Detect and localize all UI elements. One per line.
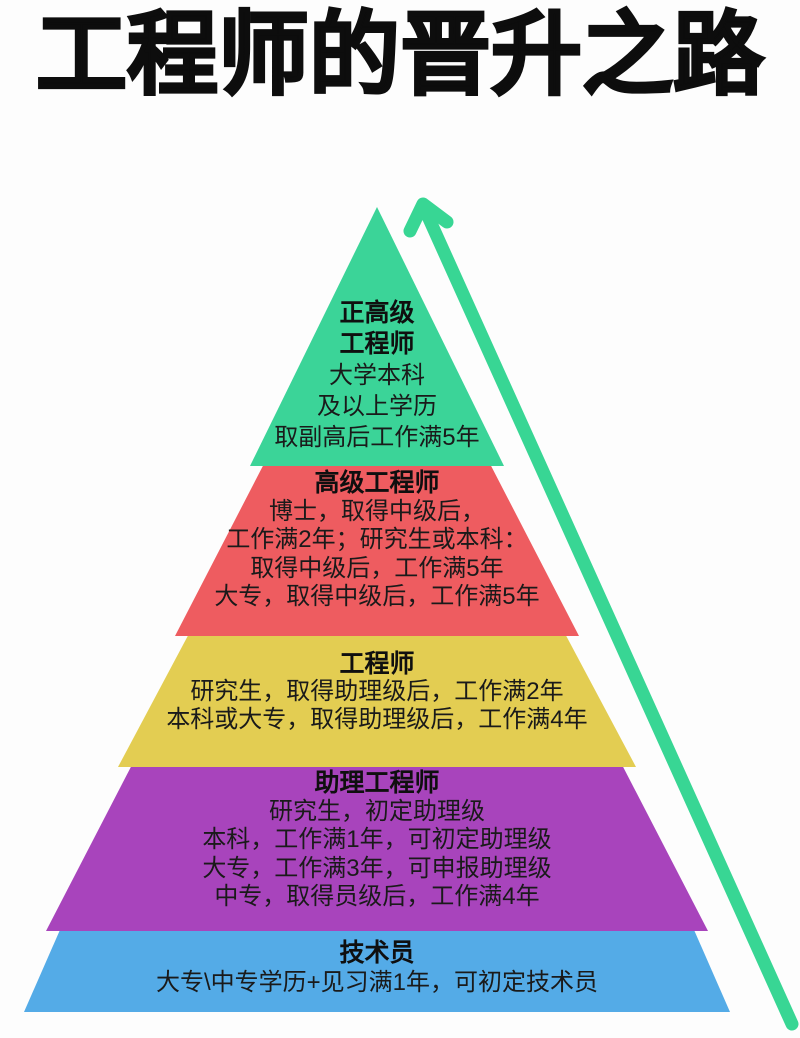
- pyramid-level-senior-engineer-shape: [175, 458, 579, 636]
- level-detail-line: 大专，取得中级后，工作满5年: [214, 583, 540, 610]
- pyramid-level-technician-shape: [24, 923, 730, 1012]
- pyramid-level-assistant-engineer-shape: [46, 759, 708, 931]
- level-title-line: 高级工程师: [314, 469, 440, 497]
- level-title-line: 工程师: [339, 650, 415, 678]
- page-title: 工程师的晋升之路: [35, 4, 766, 108]
- level-detail-line: 取得中级后，工作满5年: [250, 554, 504, 582]
- level-title-line: 助理工程师: [314, 769, 440, 797]
- level-detail-line: 工作满2年；研究生或本科：: [226, 526, 528, 553]
- level-detail-line: 研究生，取得助理级后，工作满2年: [190, 678, 564, 705]
- level-detail-line: 中专，取得员级后，工作满4年: [214, 883, 540, 910]
- level-detail-line: 博士，取得中级后，: [269, 497, 485, 525]
- up-arrow-shaft: [419, 205, 799, 1031]
- level-detail-line: 本科或大专，取得助理级后，工作满4年: [166, 706, 588, 733]
- level-text-principal-senior-engineer: 正高级 工程师 大学本科 及以上学历 取副高后工作满5年: [2, 298, 752, 453]
- pyramid-level-engineer-shape: [118, 628, 636, 767]
- level-detail-line: 大学本科: [329, 362, 425, 389]
- level-detail-line: 本科，工作满1年，可初定助理级: [202, 826, 552, 853]
- level-text-assistant-engineer: 助理工程师 研究生，初定助理级 本科，工作满1年，可初定助理级 大专，工作满3年…: [2, 769, 752, 912]
- pyramid-level-principal-senior-engineer-shape: [250, 207, 504, 466]
- level-detail-line: 大专\中专学历+见习满1年，可初定技术员: [155, 969, 599, 996]
- level-detail-line: 及以上学历: [317, 393, 437, 420]
- level-title-line: 正高级: [339, 299, 415, 327]
- level-detail-line: 研究生，初定助理级: [269, 797, 485, 825]
- level-detail-line: 取副高后工作满5年: [274, 424, 480, 451]
- level-text-technician: 技术员 大专\中专学历+见习满1年，可初定技术员: [2, 939, 752, 997]
- level-title-line: 工程师: [339, 330, 415, 358]
- level-title-line: 技术员: [339, 939, 415, 967]
- up-arrow-icon: [403, 197, 799, 1031]
- level-detail-line: 大专，工作满3年，可申报助理级: [202, 854, 552, 882]
- level-text-senior-engineer: 高级工程师 博士，取得中级后， 工作满2年；研究生或本科： 取得中级后，工作满5…: [2, 469, 752, 612]
- up-arrow-head: [403, 197, 454, 238]
- level-text-engineer: 工程师 研究生，取得助理级后，工作满2年 本科或大专，取得助理级后，工作满4年: [2, 650, 752, 734]
